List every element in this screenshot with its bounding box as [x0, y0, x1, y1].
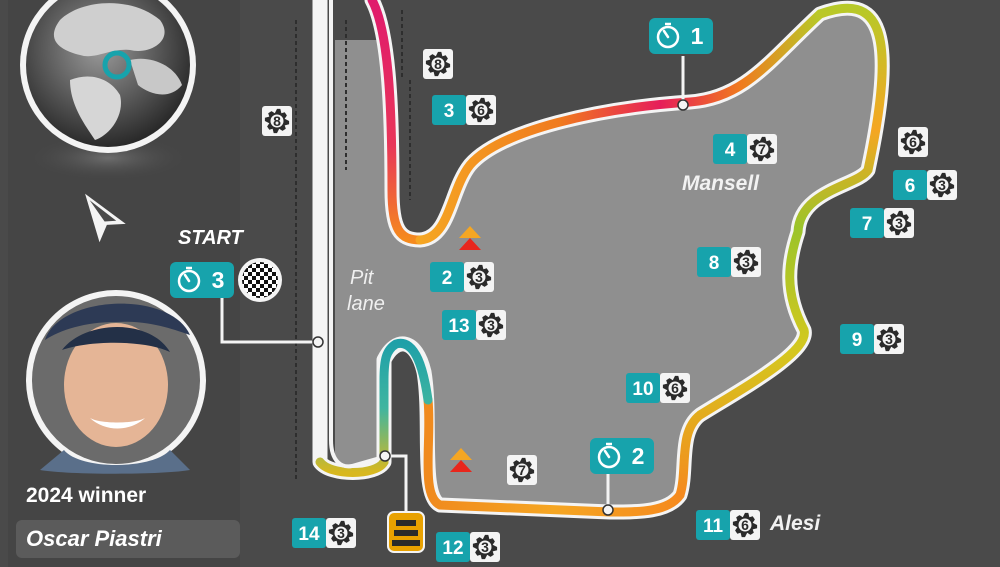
circuit-infield [335, 13, 882, 513]
corner-name-mansell: Mansell [682, 172, 760, 195]
track-right-section [675, 3, 887, 500]
turn-number: 11 [703, 516, 724, 537]
gear-icon: 3 [884, 208, 914, 238]
turn-badge: 14 3 [292, 518, 356, 548]
sector-number: 1 [691, 23, 704, 49]
sector-badge: 2 [590, 438, 654, 474]
winner-photo [26, 290, 206, 474]
winner-name-box [16, 520, 240, 558]
pit-lane-label-line2: lane [347, 293, 385, 315]
drs-arrow-icon [450, 448, 472, 472]
checkered-flag-icon [238, 258, 282, 302]
sector-badge: 3 [170, 262, 234, 298]
start-label: START [178, 227, 243, 249]
gear-icon: 3 [464, 262, 494, 292]
gear-number: 6 [741, 517, 749, 533]
gear-number: 3 [475, 269, 483, 285]
gear-number: 6 [909, 134, 917, 150]
gear-number: 3 [895, 215, 903, 231]
track-top-section [415, 9, 825, 245]
gear-number: 7 [518, 462, 526, 478]
track-loop-section [315, 338, 433, 477]
turn-number: 13 [448, 316, 469, 337]
gear-icon: 3 [874, 324, 904, 354]
gear-icon: 6 [898, 127, 928, 157]
pit-lane-line [329, 0, 381, 469]
gear-icon: 3 [326, 518, 356, 548]
gear-number: 6 [671, 380, 679, 396]
turn-badge: 13 3 [442, 310, 506, 340]
gear-icon: 3 [927, 170, 957, 200]
turn-number: 3 [444, 101, 455, 122]
gear-number: 3 [938, 177, 946, 193]
direction-arrow-icon [85, 193, 126, 243]
gear-number: 8 [273, 113, 281, 129]
stopwatch-icon [656, 22, 680, 49]
sector-number: 3 [212, 267, 225, 293]
drs-arrow-icon [459, 226, 481, 250]
turn-number: 12 [442, 538, 463, 559]
gear-icon: 6 [466, 95, 496, 125]
gear-number: 3 [481, 539, 489, 555]
gear-icon: 7 [747, 134, 777, 164]
timing-dot [379, 450, 391, 462]
turn-number: 8 [709, 253, 720, 274]
turn-badge: 10 6 [626, 373, 690, 403]
globe-icon [20, 0, 196, 153]
gear-icon: 3 [476, 310, 506, 340]
turn-number: 4 [725, 140, 736, 161]
sector-number: 2 [632, 443, 645, 469]
turn-number: 6 [905, 176, 916, 197]
start-connector [220, 292, 318, 344]
sector-1-dot [677, 99, 689, 111]
track-bottom-section [423, 395, 685, 517]
gear-icon: 3 [731, 247, 761, 277]
winner-name: Oscar Piastri [26, 526, 162, 551]
gear-icon: 6 [730, 510, 760, 540]
stopwatch-icon [597, 442, 621, 469]
timing-marker-icon [387, 511, 425, 553]
gear-number: 3 [885, 331, 893, 347]
pit-lane-label-line1: Pit [350, 267, 374, 289]
stopwatch-icon [177, 266, 201, 293]
kerb-marks [295, 10, 411, 480]
turn-number: 14 [298, 524, 320, 545]
gear-icon: 8 [423, 49, 453, 79]
turn-number: 7 [862, 214, 873, 235]
turn-number: 9 [852, 330, 863, 351]
turn-badge: 11 6 [696, 510, 760, 540]
winner-year-label: 2024 winner [26, 484, 147, 507]
turn-number: 2 [442, 268, 453, 289]
gear-icon: 7 [507, 455, 537, 485]
track-main-straight-section [367, 0, 425, 245]
timing-connector [385, 454, 408, 514]
gear-number: 6 [477, 102, 485, 118]
sector-2-dot [602, 504, 614, 516]
corner-name-alesi: Alesi [770, 512, 821, 535]
gear-icon: 6 [660, 373, 690, 403]
sector-badge: 1 [649, 18, 713, 54]
turn-number: 10 [632, 379, 653, 400]
gear-icon: 8 [262, 106, 292, 136]
gear-number: 7 [758, 141, 766, 157]
gear-number: 8 [434, 56, 442, 72]
gear-icon: 3 [470, 532, 500, 562]
gear-number: 3 [742, 254, 750, 270]
gear-number: 3 [337, 525, 345, 541]
gear-number: 3 [487, 317, 495, 333]
globe-shadow [30, 136, 186, 180]
start-line-dot [312, 336, 324, 348]
turn-badge: 12 3 [436, 532, 500, 562]
